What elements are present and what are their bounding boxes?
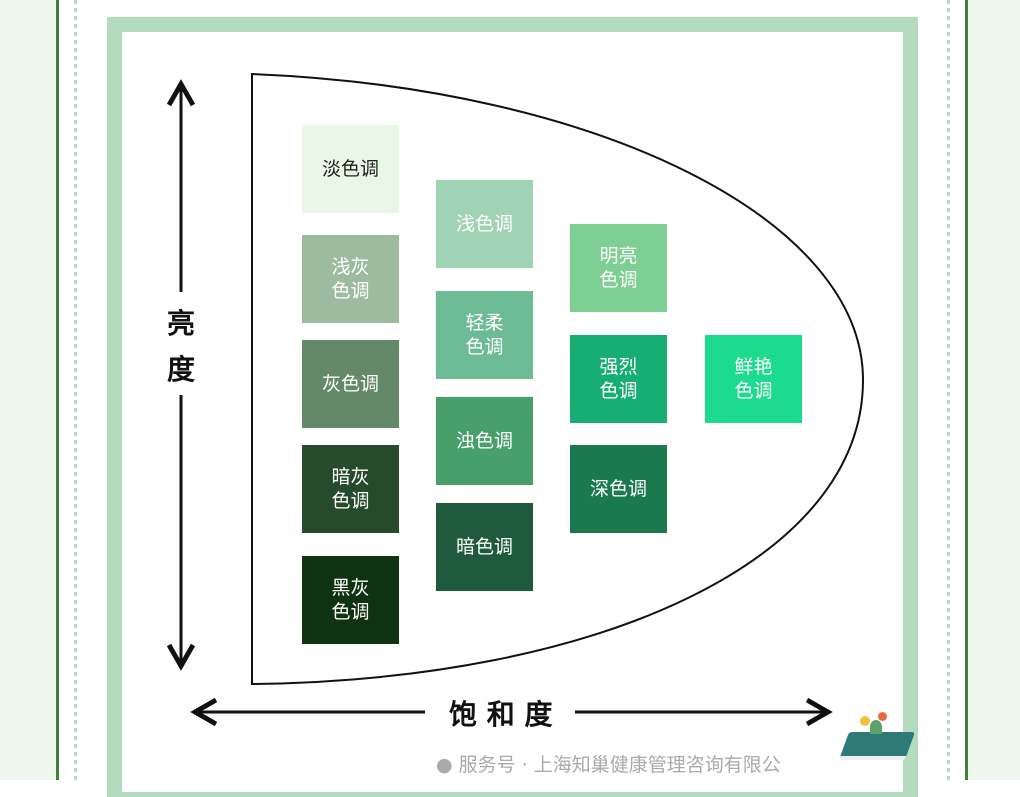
tone-swatch: 黑灰 色调	[302, 556, 399, 644]
book-flower-decoration-icon	[838, 712, 916, 760]
dotted-border-left	[74, 0, 77, 780]
tone-swatch: 深色调	[570, 445, 667, 533]
tone-swatch: 轻柔 色调	[436, 291, 533, 379]
tone-region-outline	[251, 72, 865, 686]
wechat-icon: ●	[436, 754, 453, 776]
border-line-right	[965, 0, 968, 780]
brightness-label-2: 度	[167, 353, 196, 386]
brightness-label-1: 亮	[167, 307, 196, 340]
tone-swatch: 浊色调	[436, 397, 533, 485]
page-background-right	[968, 0, 1020, 780]
tone-swatch: 暗灰 色调	[302, 445, 399, 533]
dotted-border-right	[947, 0, 950, 780]
tone-swatch: 浅灰 色调	[302, 235, 399, 323]
tone-swatch: 暗色调	[436, 503, 533, 591]
page-background-left	[0, 0, 56, 780]
tone-swatch: 灰色调	[302, 340, 399, 428]
tone-swatch: 淡色调	[302, 125, 399, 213]
saturation-label: 饱 和 度	[449, 698, 553, 731]
tone-swatch: 强烈 色调	[570, 335, 667, 423]
tone-swatch: 明亮 色调	[570, 224, 667, 312]
tone-swatch: 鲜艳 色调	[705, 335, 802, 423]
diagram-lines	[166, 72, 865, 727]
border-line-left	[56, 0, 59, 780]
tone-swatch: 浅色调	[436, 180, 533, 268]
watermark: ● 服务号 · 上海知巢健康管理咨询有限公	[436, 750, 781, 777]
watermark-text: 服务号 · 上海知巢健康管理咨询有限公	[458, 754, 781, 776]
